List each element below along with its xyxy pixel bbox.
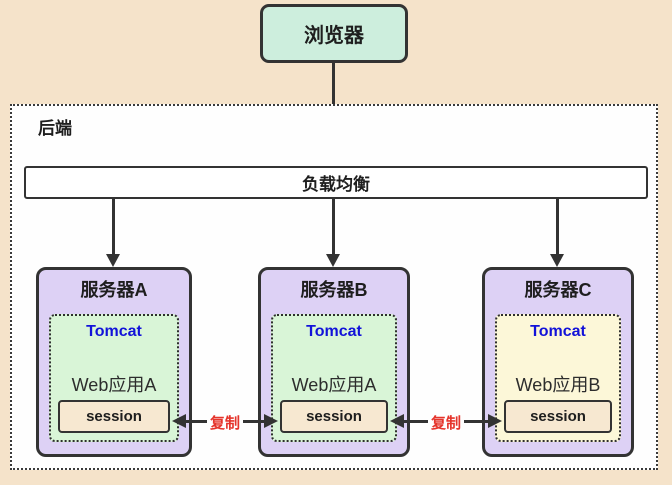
server-a-title: 服务器A <box>80 280 148 300</box>
arrow-lb-to-server-a-head <box>106 254 120 267</box>
arrow-lb-to-server-c-line <box>555 197 559 255</box>
server-c-app-label: Web应用B <box>515 375 601 395</box>
server-b-session-label: session <box>306 408 362 425</box>
replicate-link-a-b-left-arrowhead <box>172 414 186 428</box>
server-c-title: 服务器C <box>524 280 592 300</box>
replicate-link-b-c-right-arrowhead <box>488 414 502 428</box>
replicate-link-a-b: 复制 <box>172 410 278 432</box>
server-c-tomcat-label: Tomcat <box>530 323 586 340</box>
server-a-node: 服务器A Tomcat Web应用A session <box>36 267 192 457</box>
server-c-session-box: session <box>504 400 612 433</box>
server-b-session-box: session <box>280 400 388 433</box>
server-c-node: 服务器C Tomcat Web应用B session <box>482 267 634 457</box>
server-b-tomcat-box: Tomcat Web应用A session <box>271 314 397 442</box>
browser-label: 浏览器 <box>304 25 364 47</box>
arrow-lb-to-server-b-line <box>331 197 335 255</box>
replicate-link-a-b-label: 复制 <box>172 412 278 433</box>
replicate-link-b-c: 复制 <box>390 410 502 432</box>
server-a-session-box: session <box>58 400 170 433</box>
server-b-node: 服务器B Tomcat Web应用A session <box>258 267 410 457</box>
server-c-session-label: session <box>530 408 586 425</box>
server-a-tomcat-box: Tomcat Web应用A session <box>49 314 179 442</box>
server-b-tomcat-label: Tomcat <box>306 323 362 340</box>
arrow-lb-to-server-c-head <box>550 254 564 267</box>
server-a-tomcat-label: Tomcat <box>86 323 142 340</box>
server-a-session-label: session <box>86 408 142 425</box>
server-a-app-label: Web应用A <box>71 375 157 395</box>
browser-node: 浏览器 <box>260 4 408 63</box>
load-balancer-label: 负载均衡 <box>302 175 370 194</box>
server-b-title: 服务器B <box>300 280 368 300</box>
server-b-app-label: Web应用A <box>291 375 377 395</box>
server-c-tomcat-box: Tomcat Web应用B session <box>495 314 621 442</box>
replicate-link-b-c-label: 复制 <box>390 412 502 433</box>
backend-label: 后端 <box>38 119 72 138</box>
arrow-lb-to-server-b-head <box>326 254 340 267</box>
load-balancer-node: 负载均衡 <box>24 166 648 199</box>
replicate-link-a-b-right-arrowhead <box>264 414 278 428</box>
arrow-lb-to-server-a-line <box>111 197 115 255</box>
replicate-link-b-c-left-arrowhead <box>390 414 404 428</box>
